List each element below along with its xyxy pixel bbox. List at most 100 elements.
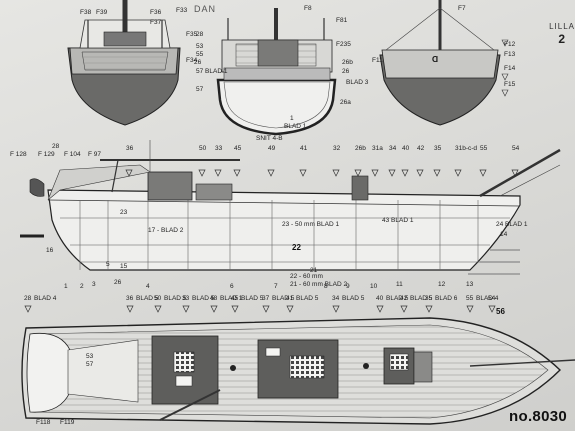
svg-text:BLAD 3: BLAD 3 (346, 79, 369, 86)
profile-part-number: 10 (370, 283, 378, 290)
profile-callout: 32 (333, 145, 341, 152)
callout-triangle (488, 305, 496, 313)
profile-part-number: F 104 (64, 151, 81, 158)
deck-blad-note: BLAD 5 (164, 295, 187, 302)
svg-text:57 BLAD 1: 57 BLAD 1 (196, 68, 228, 75)
svg-text:26: 26 (342, 68, 350, 75)
deck-blad-note: BLAD 5 (192, 295, 215, 302)
deck-callout: 48 (210, 295, 218, 302)
deck-callout: 28 (24, 295, 32, 302)
callout-triangle (182, 305, 190, 313)
profile-label-22a: 22 - 60 mm (290, 273, 323, 280)
deck-blad-note: BLAD 5 (342, 295, 365, 302)
profile-label-24: 24 BLAD 1 (496, 221, 528, 228)
callout-triangle (198, 169, 206, 177)
callout-triangle (479, 169, 487, 177)
callout-triangle (454, 169, 462, 177)
deck-callout: 34 (332, 295, 340, 302)
profile-label-22c: 22 (292, 243, 301, 252)
profile-callout: 49 (268, 145, 276, 152)
callout-triangle (24, 305, 32, 313)
svg-text:Ɑ: Ɑ (432, 55, 438, 64)
profile-part-number: 6 (230, 283, 234, 290)
callout-triangle (401, 169, 409, 177)
svg-text:F8: F8 (304, 5, 312, 12)
svg-text:F81: F81 (336, 17, 348, 24)
deck-callout: 41 (286, 295, 294, 302)
svg-text:1: 1 (290, 115, 294, 122)
svg-text:F14: F14 (504, 65, 516, 72)
deck-blad-note: BLAD 5 (410, 295, 433, 302)
profile-part-number: 13 (466, 281, 474, 288)
profile-label-17: 17 - BLAD 2 (148, 227, 184, 234)
deck-blad-note: BLAD 5 (272, 295, 295, 302)
profile-part-number: 8 (324, 283, 328, 290)
profile-callout: 33 (215, 145, 223, 152)
callout-triangle (233, 169, 241, 177)
deck-callout: 33 (182, 295, 190, 302)
bow-view: Ɑ F7 F11 F12 F13 F14 F15 (372, 0, 516, 126)
svg-text:F12: F12 (504, 41, 516, 48)
callout-triangle (371, 169, 379, 177)
svg-text:F15: F15 (504, 81, 516, 88)
profile-part-number: 14 (500, 231, 508, 238)
callout-triangle (433, 169, 441, 177)
profile-part-number: F 129 (38, 151, 55, 158)
svg-text:57: 57 (196, 86, 204, 93)
callout-triangle (388, 169, 396, 177)
profile-part-number: 15 (120, 263, 128, 270)
profile-callout: 42 (417, 145, 425, 152)
callout-triangle (400, 305, 408, 313)
svg-text:F36: F36 (150, 9, 162, 16)
deck-callout: 40 (376, 295, 384, 302)
profile-callout: 36 (126, 145, 134, 152)
callout-triangle (425, 305, 433, 313)
profile-part-number: 1 (64, 283, 68, 290)
profile-part-number: F 128 (10, 151, 27, 158)
callout-triangle (286, 305, 294, 313)
profile-part-number: 11 (396, 281, 403, 288)
callout-triangle (267, 169, 275, 177)
profile-callout: 35 (434, 145, 442, 152)
svg-text:26a: 26a (340, 99, 351, 106)
deck-blad-note: BLAD 5 (136, 295, 159, 302)
svg-text:F11: F11 (372, 57, 383, 64)
svg-text:F7: F7 (458, 5, 466, 12)
svg-text:F38: F38 (80, 9, 92, 16)
plan-number: no.8030 (509, 408, 567, 425)
deck-blad-note: BLAD 5 (296, 295, 319, 302)
callout-triangle (210, 305, 218, 313)
deck-side-label: F118 (36, 419, 51, 426)
profile-part-number: 5 (106, 261, 110, 268)
deck-callout: 36 (126, 295, 134, 302)
callout-triangle (125, 169, 133, 177)
profile-callout: 31a (372, 145, 383, 152)
stern-view: F38 F39 F36 F37 F33 F35 F34 (67, 0, 198, 126)
callout-triangle (231, 305, 239, 313)
callout-triangle (354, 169, 362, 177)
deck-callout: 35 (425, 295, 433, 302)
profile-part-number: 4 (146, 283, 150, 290)
profile-part-number: 23 (120, 209, 128, 216)
profile-callout: 45 (234, 145, 242, 152)
profile-callout: 50 (199, 145, 207, 152)
deck-side-label: F119 (60, 419, 75, 426)
deck-callout: 45 (231, 295, 239, 302)
profile-part-number: 2 (80, 283, 84, 290)
profile-callout: 34 (389, 145, 397, 152)
svg-text:26: 26 (194, 59, 202, 66)
deck-side-label: 53 (86, 353, 94, 360)
callout-triangle (214, 169, 222, 177)
callout-triangle (511, 169, 519, 177)
deck-callout: 42 (400, 295, 408, 302)
deck-callout: 50 (154, 295, 162, 302)
brand-title: LILLA (549, 22, 575, 31)
profile-callout: 54 (512, 145, 520, 152)
deck-blad-note: BLAD 1 (220, 295, 243, 302)
profile-part-number: 7 (274, 283, 278, 290)
callout-triangle (332, 169, 340, 177)
callout-triangle (416, 169, 424, 177)
